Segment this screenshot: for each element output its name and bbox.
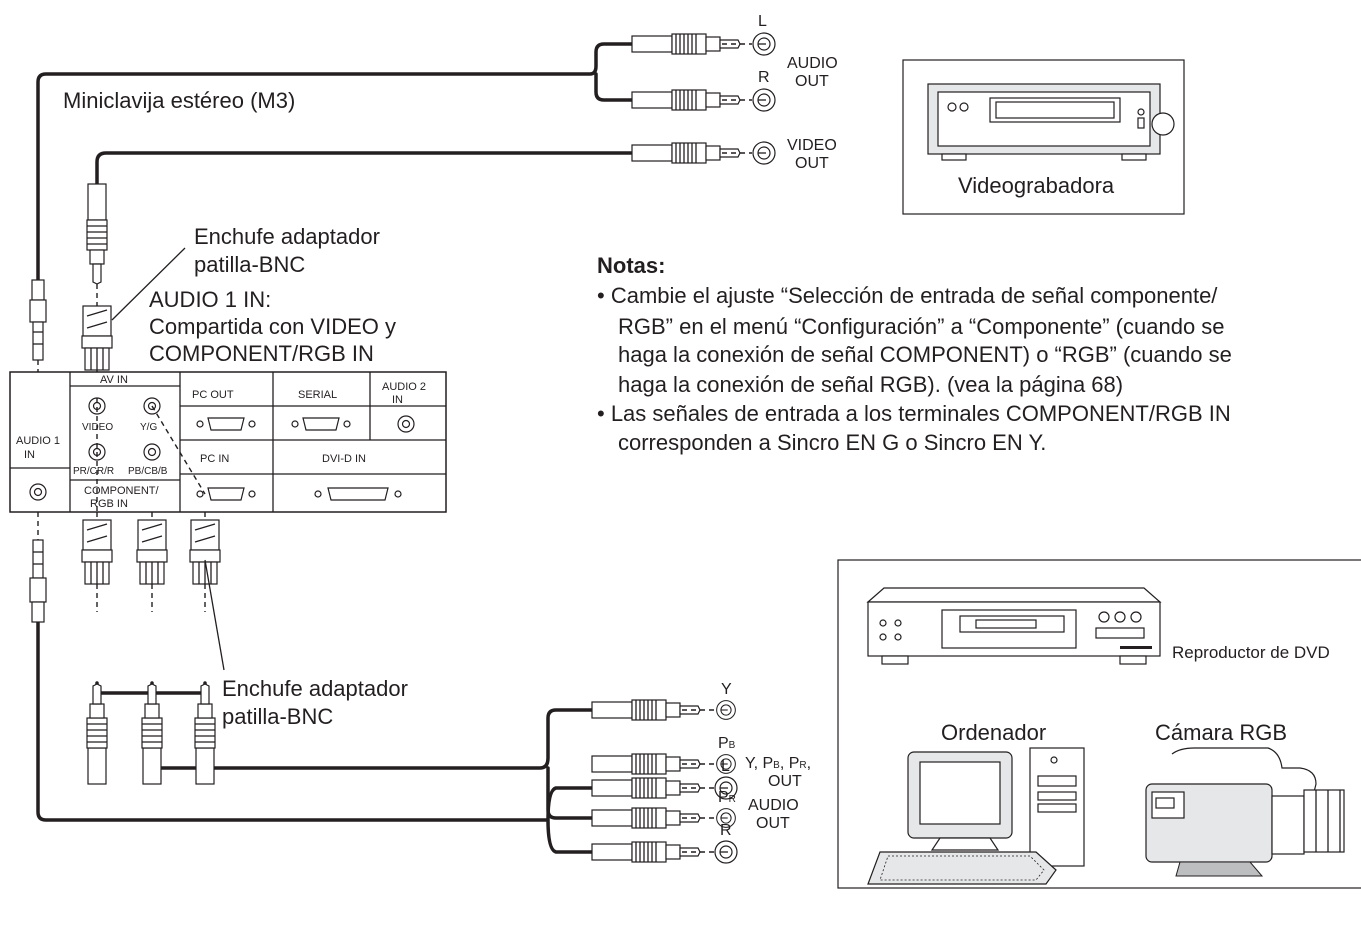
panel-dvi-in-label: DVI-D IN	[322, 453, 366, 465]
vcr-audio-r-jack	[752, 88, 776, 112]
bnc-adapter-pr	[189, 519, 221, 585]
adapter-top-label-2: patilla-BNC	[194, 252, 305, 277]
adapter-bottom-label-1: Enchufe adaptador	[222, 676, 408, 701]
comp-out-label-1: Y, PB, PR,	[745, 755, 811, 772]
vcr-audio-out-label-1: AUDIO	[787, 55, 838, 72]
panel-audio1-label-1: AUDIO 1	[16, 435, 60, 447]
minijack-plug-top	[29, 279, 47, 361]
video-cable	[95, 151, 634, 212]
bottom-audio-l-label: L	[721, 758, 730, 775]
comp-out-label-2: OUT	[768, 773, 802, 790]
bottom-audio-out-label-2: OUT	[756, 815, 790, 832]
vcr-video-out-label-1: VIDEO	[787, 137, 837, 154]
dvd-player-icon	[866, 587, 1162, 665]
notes-line-4: • Las señales de entrada a los terminale…	[597, 401, 1231, 426]
notes-line-3: haga la conexión de señal RGB). (vea la …	[618, 372, 1123, 397]
panel-component-label-2: RGB IN	[90, 498, 128, 510]
notes-block: Notas: • Cambie el ajuste “Selección de …	[597, 253, 1232, 455]
notes-line-2: haga la conexión de señal COMPONENT) o “…	[618, 342, 1232, 367]
vcr-audio-l-label: L	[758, 13, 767, 30]
notes-line-5: corresponden a Sincro EN G o Sincro EN Y…	[618, 430, 1046, 455]
vcr-label: Videograbadora	[958, 173, 1115, 198]
notes-line-1: RGB” en el menú “Configuración” a “Compo…	[618, 314, 1225, 339]
panel-pc-out-label: PC OUT	[192, 389, 234, 401]
audio1-in-label-3: COMPONENT/RGB IN	[149, 341, 374, 366]
vcr-audio-out-label-2: OUT	[795, 73, 829, 90]
vcr-video-jack	[752, 141, 776, 165]
panel-pr-label: PR/CR/R	[73, 466, 114, 477]
minijack-plug-bottom	[29, 539, 47, 623]
comp-pb-label: PB	[718, 735, 736, 752]
camera-label: Cámara RGB	[1155, 720, 1287, 745]
computer-icon	[867, 747, 1085, 885]
comp-y-label: Y	[721, 681, 732, 698]
panel-audio1-label-2: IN	[24, 449, 35, 461]
minijack-label: Miniclavija estéreo (M3)	[63, 88, 295, 113]
panel-pb-label: PB/CB/B	[128, 466, 168, 477]
vcr-audio-l-jack	[752, 32, 776, 56]
bnc-adapter-top	[81, 305, 113, 371]
panel-audio2-label-1: AUDIO 2	[382, 381, 426, 393]
audio1-in-label-1: AUDIO 1 IN:	[149, 287, 271, 312]
minijack-cable-bottom	[36, 620, 594, 854]
panel-serial-label: SERIAL	[298, 389, 337, 401]
notes-title: Notas:	[597, 253, 665, 278]
video-rca-down	[86, 183, 108, 285]
panel-component-label-1: COMPONENT/	[84, 485, 160, 497]
notes-line-0: • Cambie el ajuste “Selección de entrada…	[597, 283, 1218, 308]
bottom-audio-out-label-1: AUDIO	[748, 797, 799, 814]
vcr-device: Videograbadora	[902, 59, 1185, 215]
panel-yg-label: Y/G	[140, 422, 157, 433]
audio1-in-label-2: Compartida con VIDEO y	[149, 314, 396, 339]
adapter-bottom-leader	[204, 559, 225, 671]
panel-pc-in-label: PC IN	[200, 453, 229, 465]
panel-av-in-label: AV IN	[100, 374, 128, 386]
adapter-bottom-label-2: patilla-BNC	[222, 704, 333, 729]
bnc-adapter-y	[81, 519, 113, 585]
minijack-cable-top	[36, 42, 634, 282]
bottom-audio-r-label: R	[720, 822, 732, 839]
vcr-audio-r-label: R	[758, 69, 770, 86]
adapter-top-leader	[111, 247, 186, 321]
bnc-adapter-pb	[136, 519, 168, 585]
rgb-camera-icon	[1145, 747, 1345, 877]
terminal-panel: AUDIO 1 IN AV IN VIDEO Y/G PR/CR/R PB/CB…	[9, 371, 447, 513]
comp-pr-label: PR	[718, 789, 736, 806]
panel-audio2-label-2: IN	[392, 394, 403, 406]
dvd-label: Reproductor de DVD	[1172, 643, 1330, 662]
vcr-video-out-label-2: OUT	[795, 155, 829, 172]
pc-label: Ordenador	[941, 720, 1046, 745]
adapter-top-label-1: Enchufe adaptador	[194, 224, 380, 249]
sources-box: Reproductor de DVD Ordenador Cámara RGB	[837, 559, 1361, 889]
component-cable	[95, 681, 594, 820]
